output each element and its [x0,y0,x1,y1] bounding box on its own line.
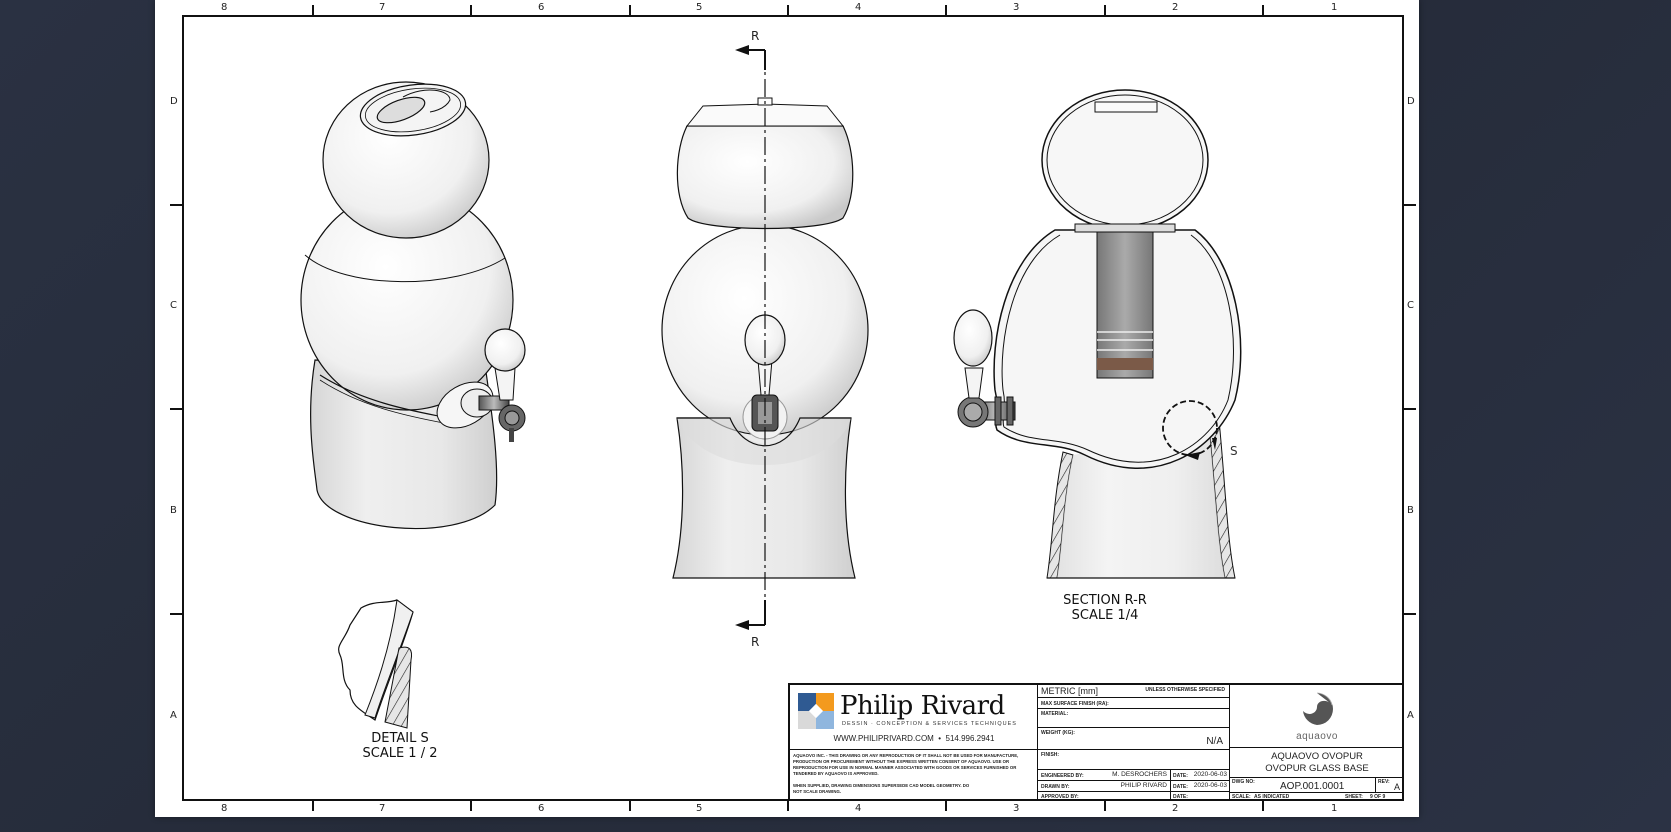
section-view: S R R [751,29,1242,649]
sheet-value: 9 OF 9 [1370,794,1386,800]
company-cell: Philip Rivard DESSIN · CONCEPTION & SERV… [790,685,1038,750]
detail-title: DETAIL S [371,731,429,746]
finish-cell: FINISH: [1038,750,1230,770]
approved-by-cell: APPROVED BY: [1038,792,1171,801]
zone-row-b-right: B [1407,505,1414,516]
section-title: SECTION R-R [1063,593,1147,608]
approved-date-cell: DATE: [1171,792,1230,801]
zone-row-d-left: D [170,96,178,107]
detail-marker-s: S [1230,444,1238,458]
detail-view [338,599,414,729]
engineered-date-value: 2020-06-03 [1193,771,1227,778]
zone-col-5-bottom: 5 [696,803,703,814]
section-marker-top: R [751,29,759,43]
scale-value: AS INDICATED [1254,794,1290,800]
front-view [661,45,869,630]
engineered-by-cell: ENGINEERED BY: M. DESROCHERS [1038,770,1171,781]
rev-label: REV: [1378,779,1390,785]
dwg-no-label: DWG NO: [1232,779,1255,785]
finish-label: FINISH: [1041,752,1060,758]
section-view-label: SECTION R-R SCALE 1/4 [1040,593,1170,623]
confidentiality-notice: AQUAOVO INC. - THIS DRAWING OR ANY REPRO… [793,753,1019,776]
company-tagline: DESSIN · CONCEPTION & SERVICES TECHNIQUE… [842,721,1017,727]
engineered-date-label: DATE: [1173,773,1188,779]
rev-value: A [1393,782,1400,792]
engineered-date-cell: DATE: 2020-06-03 [1171,770,1230,781]
dwg-no-cell: DWG NO: AOP.001.0001 [1230,778,1376,793]
zone-col-8-bottom: 8 [221,803,228,814]
zone-row-d-right: D [1407,96,1415,107]
zone-col-3-top: 3 [1013,2,1020,13]
notice-cell: AQUAOVO INC. - THIS DRAWING OR ANY REPRO… [790,750,1038,801]
company-logo-icon [798,693,834,729]
units-value: METRIC [mm] [1041,686,1098,696]
detail-scale: SCALE 1 / 2 [362,746,438,761]
zone-col-2-bottom: 2 [1172,803,1179,814]
zone-col-4-top: 4 [855,2,862,13]
engineered-by-value: M. DESROCHERS [1112,771,1167,778]
zone-col-4-bottom: 4 [855,803,862,814]
units-cell: METRIC [mm] UNLESS OTHERWISE SPECIFIED [1038,685,1230,698]
isometric-view [300,81,526,530]
material-label: MATERIAL: [1041,711,1069,717]
aquaovo-logo-icon [1303,692,1333,725]
detail-view-label: DETAIL S SCALE 1 / 2 [350,731,450,761]
sheet-label: SHEET: [1345,794,1363,800]
company-contact: WWW.PHILIPRIVARD.COM • 514.996.2941 [833,734,995,743]
weight-value: N/A [1206,736,1223,747]
drawn-date-label: DATE: [1173,784,1188,790]
weight-cell: WEIGHT (Kg): N/A [1038,728,1230,750]
surface-finish-label: MAX SURFACE FINISH (Ra): [1041,701,1109,707]
zone-col-6-bottom: 6 [538,803,545,814]
surface-finish-cell: MAX SURFACE FINISH (Ra): [1038,698,1230,709]
zone-col-7-bottom: 7 [379,803,386,814]
section-marker-bottom: R [751,635,759,649]
drawing-title-line2: OVOPUR GLASS BASE [1265,763,1369,774]
client-logo-cell: aquaovo [1230,685,1404,748]
zone-row-a-right: A [1407,710,1414,721]
zone-col-1-bottom: 1 [1331,803,1338,814]
dwg-no-value: AOP.001.0001 [1280,781,1345,792]
drawing-sheet: 8 7 6 5 4 3 2 1 8 7 6 5 4 3 2 1 D C B A … [155,0,1419,817]
zone-row-c-right: C [1407,300,1414,311]
approved-date-label: DATE: [1173,794,1188,800]
zone-row-a-left: A [170,710,177,721]
zone-col-6-top: 6 [538,2,545,13]
drawn-date-cell: DATE: 2020-06-03 [1171,781,1230,792]
scale-label: SCALE: [1232,794,1251,800]
aquaovo-wordmark: aquaovo [1296,731,1338,742]
zone-row-b-left: B [170,505,177,516]
zone-col-7-top: 7 [379,2,386,13]
zone-row-c-left: C [170,300,177,311]
zone-col-8-top: 8 [221,2,228,13]
material-cell: MATERIAL: [1038,709,1230,728]
title-block: Philip Rivard DESSIN · CONCEPTION & SERV… [788,683,1404,801]
rev-cell: REV: A [1376,778,1404,793]
zone-col-2-top: 2 [1172,2,1179,13]
zone-col-1-top: 1 [1331,2,1338,13]
drawn-date-value: 2020-06-03 [1193,782,1227,789]
section-scale: SCALE 1/4 [1071,608,1139,623]
company-name: Philip Rivard [840,691,1005,721]
drawing-title-line1: AQUAOVO OVOPUR [1271,751,1363,762]
weight-label: WEIGHT (Kg): [1041,730,1075,736]
unless-specified: UNLESS OTHERWISE SPECIFIED [1145,687,1225,693]
zone-col-5-top: 5 [696,2,703,13]
drawn-by-cell: DRAWN BY: PHILIP RIVARD [1038,781,1171,792]
drawing-views: S R R [300,29,1242,729]
approved-by-label: APPROVED BY: [1041,794,1079,800]
zone-col-3-bottom: 3 [1013,803,1020,814]
dimension-notice: WHEN SUPPLIED, DRAWING DIMENSIONS SUPERS… [793,783,970,794]
drawing-title-cell: AQUAOVO OVOPUR OVOPUR GLASS BASE [1230,748,1404,778]
drawn-by-value: PHILIP RIVARD [1120,782,1167,789]
engineered-by-label: ENGINEERED BY: [1041,773,1084,779]
drawn-by-label: DRAWN BY: [1041,784,1070,790]
scale-sheet-cell: SCALE: AS INDICATED SHEET: 9 OF 9 [1230,793,1404,801]
